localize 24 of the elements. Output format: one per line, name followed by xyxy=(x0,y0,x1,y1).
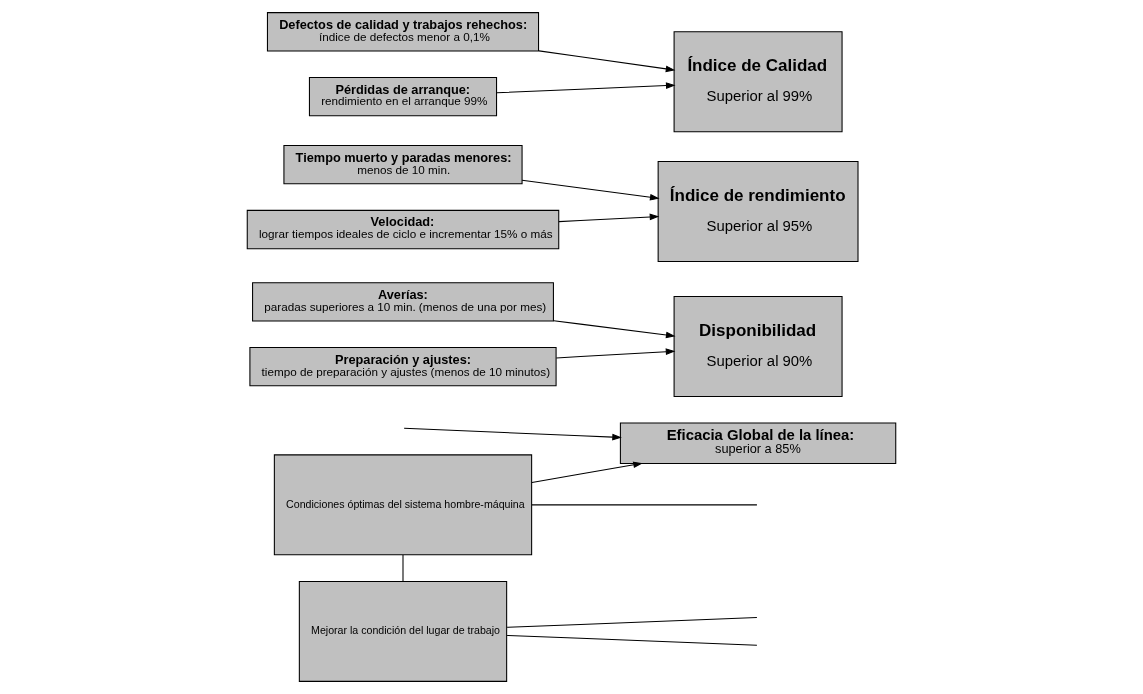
connector xyxy=(402,554,404,582)
node-box: Índice de rendimiento Superior al 95% xyxy=(657,160,859,262)
node-box: Defectos de calidad y trabajos rehechos: índice de defectos menor a 0,1% xyxy=(266,12,540,52)
node-box: Mejorar la condición del lugar de trabajo xyxy=(298,580,508,682)
arrow xyxy=(531,461,643,484)
arrow xyxy=(553,320,676,339)
arrow xyxy=(521,179,660,201)
node-box: Condiciones óptimas del sistema hombre-máquina xyxy=(273,454,533,556)
node-box: Pérdidas de arranque: rendimiento en el arranque 99% xyxy=(308,76,498,117)
connector xyxy=(506,634,758,646)
arrow xyxy=(496,82,676,94)
node-box: Preparación y ajustes: tiempo de preparación y ajustes (menos de 10 minutos) xyxy=(249,347,557,387)
node-box: Disponibilidad Superior al 90% xyxy=(673,295,843,397)
arrow xyxy=(558,213,660,223)
arrow xyxy=(403,427,622,441)
node-box: Velocidad: lograr tiempos ideales de ciclo e incrementar 15% o más xyxy=(246,209,560,250)
connector xyxy=(506,617,758,628)
connector xyxy=(531,504,758,506)
node-box: Averías: paradas superiores a 10 min. (menos de una por mes) xyxy=(252,282,554,322)
node-box: Eficacia Global de la línea: superior a 85% xyxy=(619,422,897,464)
arrow xyxy=(555,348,676,359)
node-box: Índice de Calidad Superior al 99% xyxy=(673,31,843,133)
arrow xyxy=(538,50,676,73)
node-box: Tiempo muerto y paradas menores: menos de 10 min. xyxy=(283,145,523,185)
